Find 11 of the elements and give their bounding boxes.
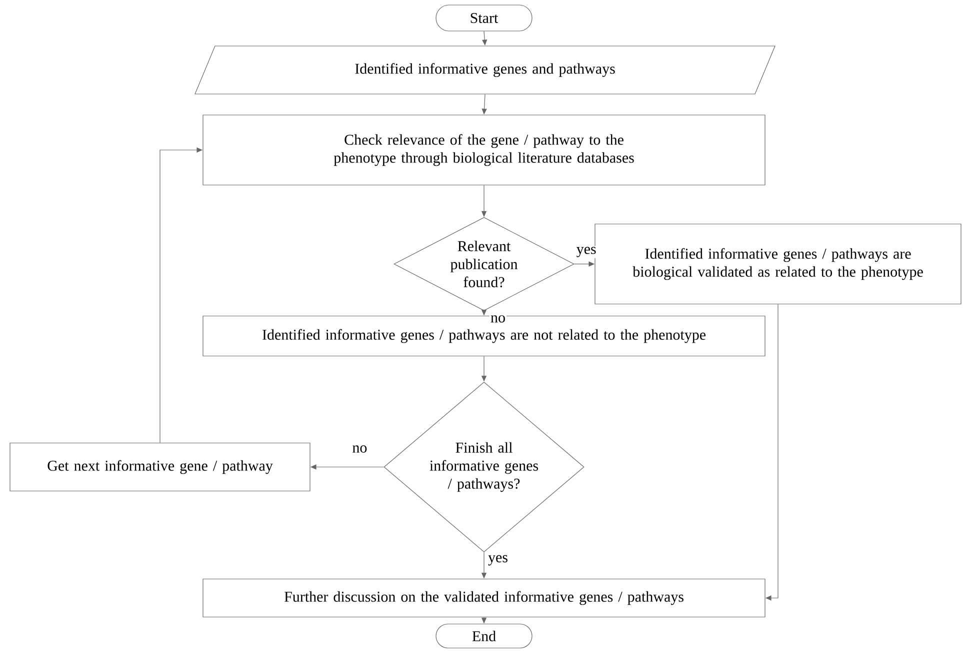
edge-label: no xyxy=(490,314,506,324)
terminal-box: End xyxy=(436,624,532,648)
edge-label: yes xyxy=(575,246,598,258)
process-box: Check relevance of the gene / pathway to the phenotype through biological literature databases xyxy=(202,114,766,186)
process-box: Get next informative gene / pathway xyxy=(10,442,310,492)
terminal-box: Start xyxy=(436,4,532,32)
edge-label: no xyxy=(351,444,368,454)
edge-label: yes xyxy=(487,554,509,566)
process-box: Further discussion on the validated informative genes / pathways xyxy=(202,578,766,618)
process-box: Identified informative genes / pathways are biological validated as related to the phenotype xyxy=(594,224,962,304)
input-parallelogram: Identified informative genes and pathways xyxy=(194,46,776,94)
